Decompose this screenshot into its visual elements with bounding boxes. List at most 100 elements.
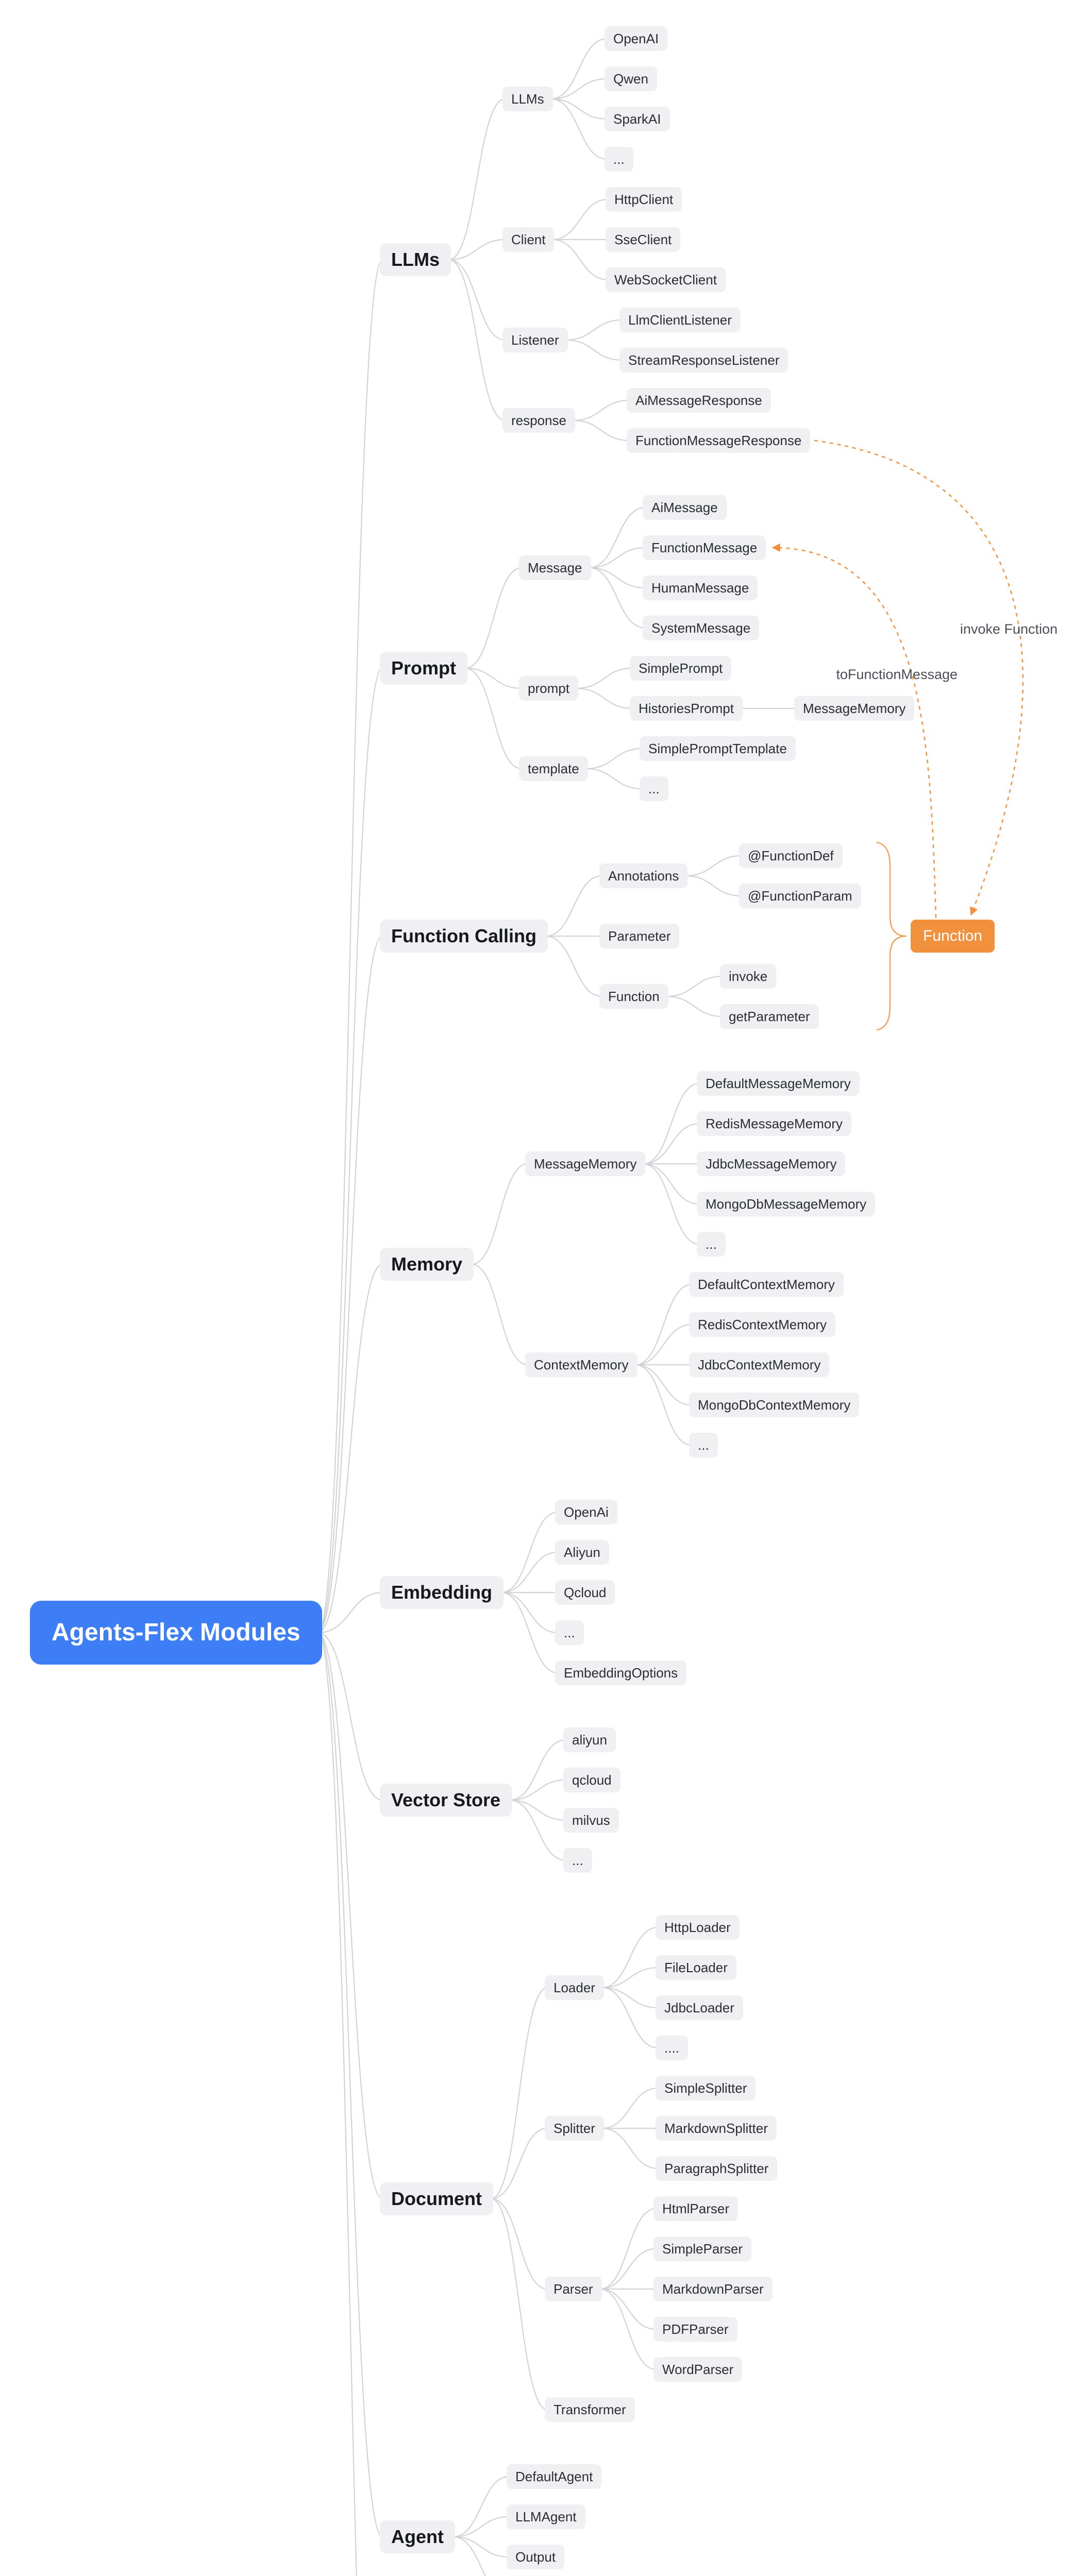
mindmap-node-mongodbcontextmemory: MongoDbContextMemory <box>689 1393 860 1417</box>
mindmap-node-systemmessage: SystemMessage <box>643 616 760 640</box>
connector-line <box>599 2288 657 2330</box>
connector-line <box>601 2127 659 2170</box>
connector-line <box>550 98 608 120</box>
mindmap-node-markdownparser: MarkdownParser <box>653 2277 773 2301</box>
connector-line <box>551 239 609 281</box>
connector-line <box>501 1591 558 1674</box>
mindmap-node-redismessagememory: RedisMessageMemory <box>697 1111 851 1136</box>
connector-line <box>599 2208 657 2290</box>
mindmap-node-messagememory: MessageMemory <box>794 696 915 721</box>
mindmap-node-functionparam: @FunctionParam <box>739 884 861 908</box>
mindmap-node-functionmessage: FunctionMessage <box>643 535 766 560</box>
mindmap-node-agent: Agent <box>380 2520 455 2553</box>
connector-line <box>509 1799 566 1821</box>
connector-line <box>643 1123 700 1165</box>
connector-line <box>573 419 630 442</box>
mindmap-node-paragraphsplitter: ParagraphSplitter <box>656 2156 778 2181</box>
connector-line <box>491 2198 548 2411</box>
connector-line <box>452 2476 510 2538</box>
mindmap-node-getparameter: getParameter <box>720 1004 819 1029</box>
connector-line <box>666 975 723 997</box>
connector-line <box>452 2516 510 2538</box>
mindmap-node-dots: ... <box>689 1433 718 1458</box>
mindmap-node-qwen: Qwen <box>605 66 657 91</box>
connector-line <box>317 1263 383 1634</box>
connector-line <box>565 319 623 341</box>
mindmap-node-openai: OpenAI <box>605 26 668 51</box>
mindmap-node-httploader: HttpLoader <box>656 1915 740 1940</box>
mindmap-node-invoke: invoke <box>720 964 777 989</box>
mindmap-node-htmlparser: HtmlParser <box>653 2196 739 2221</box>
connector-line <box>317 1632 383 2199</box>
connector-line <box>576 687 633 709</box>
connector-line <box>491 1987 548 2199</box>
mindmap-node-milvus: milvus <box>563 1808 619 1833</box>
mindmap-node-rediscontextmemory: RedisContextMemory <box>689 1312 835 1337</box>
mindmap-node-sparkai: SparkAI <box>605 107 670 131</box>
connector-line <box>448 98 506 261</box>
mindmap-node-output: Output <box>507 2545 565 2569</box>
connector-line <box>317 259 383 1634</box>
mindmap-node-dots: .... <box>656 2036 688 2060</box>
group-brace <box>876 841 907 1031</box>
mindmap-node-splitter: Splitter <box>545 2116 604 2141</box>
connector-line <box>589 567 646 589</box>
mindmap-node-defaultcontextmemory: DefaultContextMemory <box>689 1272 844 1297</box>
connector-line <box>589 567 646 629</box>
connector-line <box>448 259 506 421</box>
connector-line <box>685 855 742 877</box>
connector-line <box>545 875 602 937</box>
mindmap-node-messagememory: MessageMemory <box>525 1151 646 1176</box>
connector-line <box>452 2536 487 2576</box>
mindmap-node-qcloud: Qcloud <box>555 1580 615 1605</box>
mindmap-node-llms: LLMs <box>380 243 451 276</box>
arrow-invoke-function <box>814 439 1024 916</box>
connector-line <box>550 98 608 160</box>
connector-line <box>635 1364 692 1406</box>
mindmap-node-function: Function <box>599 984 668 1009</box>
connector-line <box>643 1163 700 1245</box>
connector-line <box>317 1632 383 2538</box>
mindmap-node-jdbccontextmemory: JdbcContextMemory <box>689 1352 830 1377</box>
mindmap-node-response: response <box>502 408 575 433</box>
connector-line <box>585 768 643 790</box>
connector-line <box>573 399 630 421</box>
mindmap-node-contextmemory: ContextMemory <box>525 1352 638 1377</box>
mindmap-node-dots: ... <box>640 776 668 801</box>
connector-line <box>601 1987 659 2009</box>
mindmap-node-prompt: Prompt <box>380 652 467 685</box>
connector-line <box>317 667 383 1634</box>
mindmap-node-loader: Loader <box>545 1975 604 2000</box>
connector-line <box>501 1591 558 1634</box>
connector-line <box>448 239 506 261</box>
mindmap-node-simplesplitter: SimpleSplitter <box>656 2076 756 2100</box>
mindmap-node-qcloud: qcloud <box>563 1768 621 1792</box>
connector-line <box>565 339 623 361</box>
mindmap-node-document: Document <box>380 2182 494 2215</box>
connector-line <box>471 1263 528 1366</box>
connector-line <box>317 935 383 1634</box>
mindmap-node-openai: OpenAi <box>555 1500 617 1524</box>
connector-line <box>317 1591 383 1634</box>
connector-line <box>491 2127 548 2199</box>
mindmap-node-humanmessage: HumanMessage <box>643 575 758 600</box>
mindmap-node-streamresponselistener: StreamResponseListener <box>619 348 789 372</box>
connector-line <box>643 1082 700 1165</box>
mindmap-node-aliyun: aliyun <box>563 1727 616 1752</box>
connector-line <box>501 1551 558 1594</box>
mindmap-node-client: Client <box>502 227 555 252</box>
mindmap-node-llmclientlistener: LlmClientListener <box>619 308 741 332</box>
mindmap-node-aimessage: AiMessage <box>643 495 727 520</box>
mindmap-node-embedding: Embedding <box>380 1576 504 1609</box>
mindmap-node-listener: Listener <box>502 328 568 352</box>
mindmap-node-defaultagent: DefaultAgent <box>507 2464 602 2489</box>
connector-line <box>589 506 646 569</box>
mindmap-node-embeddingoptions: EmbeddingOptions <box>555 1660 687 1685</box>
root-node: Agents-Flex Modules <box>30 1601 322 1665</box>
connector-line <box>509 1799 566 1861</box>
connector-line <box>465 567 522 669</box>
connector-line <box>635 1364 692 1446</box>
connector-line <box>509 1739 566 1801</box>
